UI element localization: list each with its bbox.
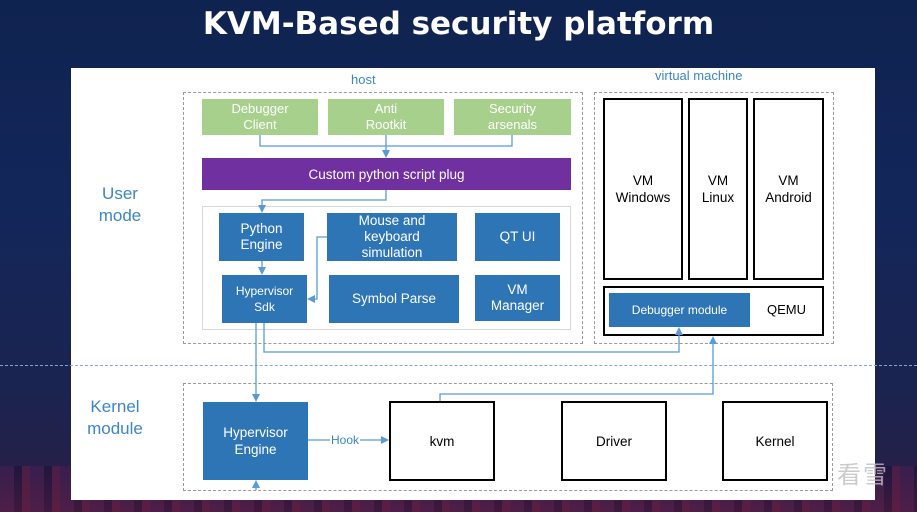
qt-ui-box: QT UI bbox=[475, 213, 560, 261]
driver-box: Driver bbox=[561, 401, 667, 481]
hypervisor-engine-box: Hypervisor Engine bbox=[203, 402, 308, 480]
mouse-keyboard-simulation-box: Mouse and keyboard simulation bbox=[327, 213, 457, 261]
symbol-parse-box: Symbol Parse bbox=[329, 275, 459, 323]
custom-python-script-plug-bar: Custom python script plug bbox=[202, 158, 571, 190]
host-label: host bbox=[351, 72, 376, 87]
user-kernel-divider bbox=[0, 365, 917, 366]
debugger-client-box: Debugger Client bbox=[202, 99, 318, 135]
qemu-label: QEMU bbox=[767, 302, 806, 317]
watermark: 看雪 bbox=[837, 461, 889, 489]
vm-manager-box: VM Manager bbox=[475, 275, 560, 321]
kernel-box: Kernel bbox=[722, 401, 828, 481]
user-mode-label: User mode bbox=[98, 184, 142, 225]
anti-rootkit-box: Anti Rootkit bbox=[328, 99, 444, 135]
vm-linux-box: VM Linux bbox=[688, 98, 748, 280]
virtual-machine-label: virtual machine bbox=[655, 68, 743, 83]
vm-android-box: VM Android bbox=[753, 98, 824, 280]
debugger-module-box: Debugger module bbox=[609, 293, 750, 327]
kvm-box: kvm bbox=[389, 401, 495, 481]
python-engine-box: Python Engine bbox=[219, 213, 304, 261]
security-arsenals-box: Security arsenals bbox=[454, 99, 571, 135]
kernel-module-label: Kernel module bbox=[87, 397, 143, 438]
vm-windows-box: VM Windows bbox=[603, 98, 683, 280]
hypervisor-sdk-box: Hypervisor Sdk bbox=[222, 275, 307, 323]
hook-label: Hook bbox=[330, 433, 361, 447]
slide-title: KVM-Based security platform bbox=[202, 6, 715, 42]
